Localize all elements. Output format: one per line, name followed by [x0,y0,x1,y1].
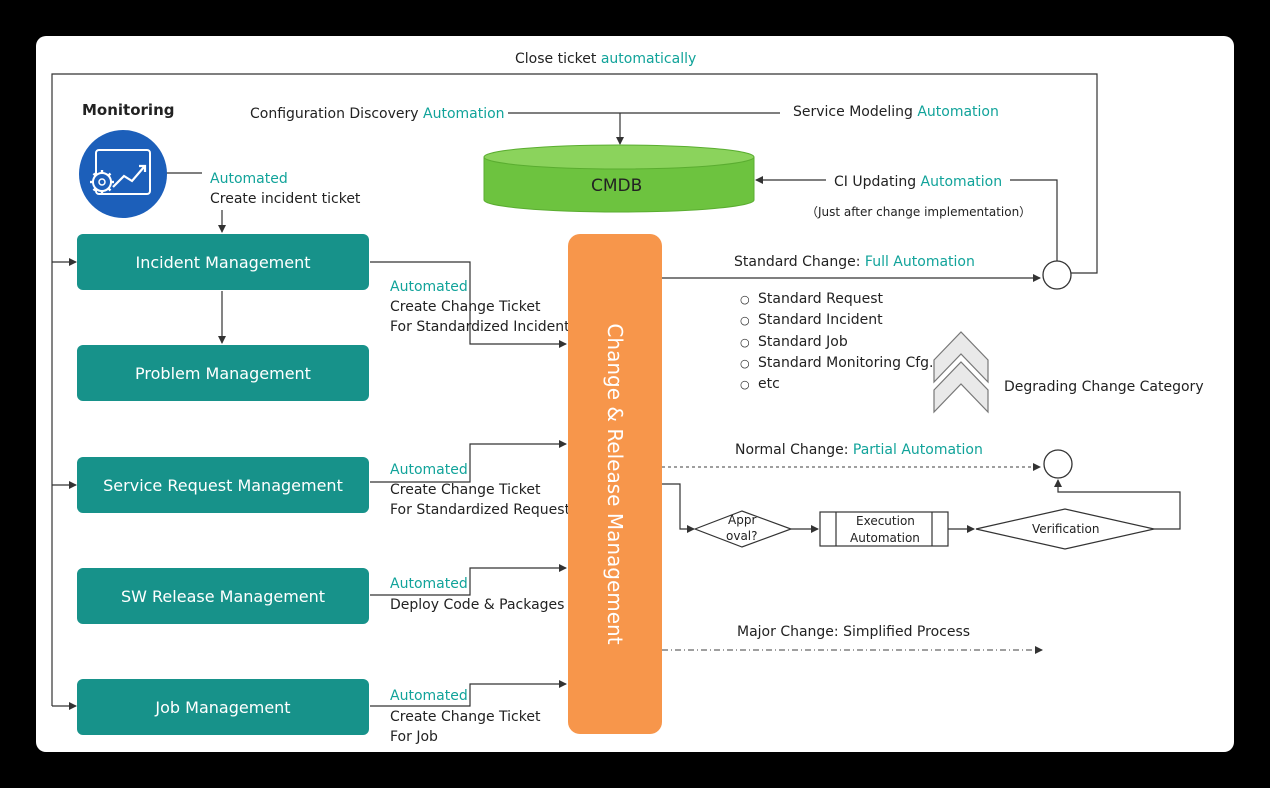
approval-label-line1: Appr [728,513,757,527]
service-request-management-box: Service Request Management [77,457,369,513]
standard-change-label: Standard Change: Full Automation [734,254,975,270]
ci-updating-line [1010,179,1058,262]
config-discovery-label: Configuration Discovery Automation [250,106,505,122]
problem-management-box: Problem Management [77,345,369,401]
close-ticket-loop-line [51,73,1098,706]
list-item: Standard Monitoring Cfg. [740,353,934,374]
ci-updating-label: CI Updating Automation [834,174,1003,190]
monitoring-action-label: Create incident ticket [210,191,361,207]
list-item: etc [740,374,934,395]
ci-note: （Just after change implementation） [806,205,1032,219]
incident-flow-line [370,261,567,348]
verification-loop-line [1054,479,1181,530]
gear-chart-icon [79,130,167,218]
sw-release-flow-line1: Deploy Code & Packages [390,597,565,613]
sw-release-management-box: SW Release Management [77,568,369,624]
list-item: Standard Incident [740,310,934,331]
list-item: Standard Job [740,332,934,353]
incident-flow-automated: Automated [390,279,468,295]
standard-change-end-circle [1042,260,1072,290]
change-release-management-label: Change & Release Management [603,323,627,645]
execution-label-line2: Automation [850,531,920,545]
execution-label-line1: Execution [856,514,915,528]
incident-flow-line2: For Standardized Incident [390,319,570,335]
service-request-flow-line [370,440,567,483]
sw-release-flow-line [370,564,567,596]
service-request-flow-line1: Create Change Ticket [390,482,541,498]
incident-management-box: Incident Management [77,234,369,290]
sw-release-flow-automated: Automated [390,576,468,592]
list-item: Standard Request [740,289,934,310]
major-change-label: Major Change: Simplified Process [737,624,971,640]
incident-flow-line1: Create Change Ticket [390,299,541,315]
job-flow-line [370,680,567,707]
service-modeling-label: Service Modeling Automation [793,104,999,120]
monitoring-title: Monitoring [82,101,175,119]
monitoring-automated-label: Automated [210,171,288,187]
service-request-flow-line2: For Standardized Request [390,502,571,518]
job-flow-line2: For Job [390,729,438,745]
close-ticket-label: Close ticket automatically [515,51,697,67]
job-flow-line1: Create Change Ticket [390,709,541,725]
job-flow-automated: Automated [390,688,468,704]
change-release-management-bar [568,234,662,734]
approval-label-line2: oval? [726,529,758,543]
job-management-box: Job Management [77,679,369,735]
cmdb-cylinder [483,144,755,213]
normal-change-down-line [662,483,695,533]
verification-label: Verification [1032,522,1100,536]
normal-change-end-circle [1043,449,1073,479]
execution-box [819,511,949,547]
cmdb-label: CMDB [591,176,643,196]
normal-change-label: Normal Change: Partial Automation [735,442,983,458]
service-request-flow-automated: Automated [390,462,468,478]
degrading-label: Degrading Change Category [1004,379,1204,395]
standard-change-list: Standard Request Standard Incident Stand… [740,289,934,395]
degrading-chevrons-icon [933,331,989,414]
